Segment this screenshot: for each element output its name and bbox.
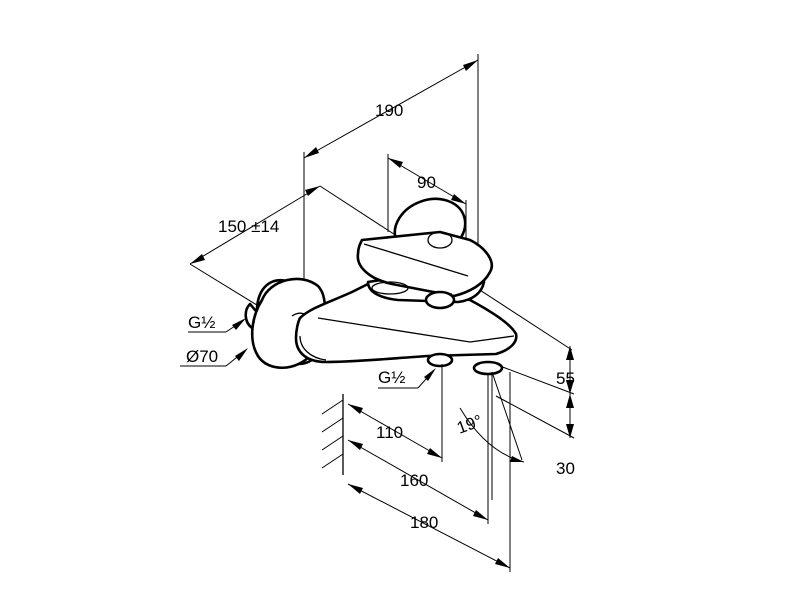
- label-flange-diameter: Ø70: [180, 347, 248, 367]
- thread-bottom-label: G½: [378, 368, 405, 387]
- dimension-190: 190: [303, 54, 479, 292]
- dimension-190-label: 190: [375, 101, 403, 120]
- dimension-110-label: 110: [376, 423, 403, 442]
- label-thread-left: G½: [188, 313, 246, 333]
- dimension-150-label: 150 ±14: [218, 217, 279, 236]
- dimension-55-label: 55: [556, 369, 575, 388]
- dimension-180-label: 180: [410, 513, 438, 532]
- angle-19-label: 19°: [454, 411, 485, 438]
- lever-handle: [356, 197, 493, 310]
- label-thread-bottom: G½: [378, 368, 436, 389]
- angle-19: 19°: [454, 371, 525, 500]
- flange-diameter-label: Ø70: [186, 347, 218, 366]
- wall-hatch: [321, 394, 344, 475]
- dimension-160: 160: [347, 374, 489, 524]
- dimension-30-label: 30: [556, 459, 575, 478]
- dimension-90-label: 90: [417, 173, 436, 192]
- dimension-180: 180: [347, 372, 511, 572]
- dimension-110: 110: [347, 364, 443, 462]
- dimension-55-30: 55 30: [495, 346, 575, 478]
- thread-left-label: G½: [188, 313, 215, 332]
- dimension-160-label: 160: [400, 471, 428, 490]
